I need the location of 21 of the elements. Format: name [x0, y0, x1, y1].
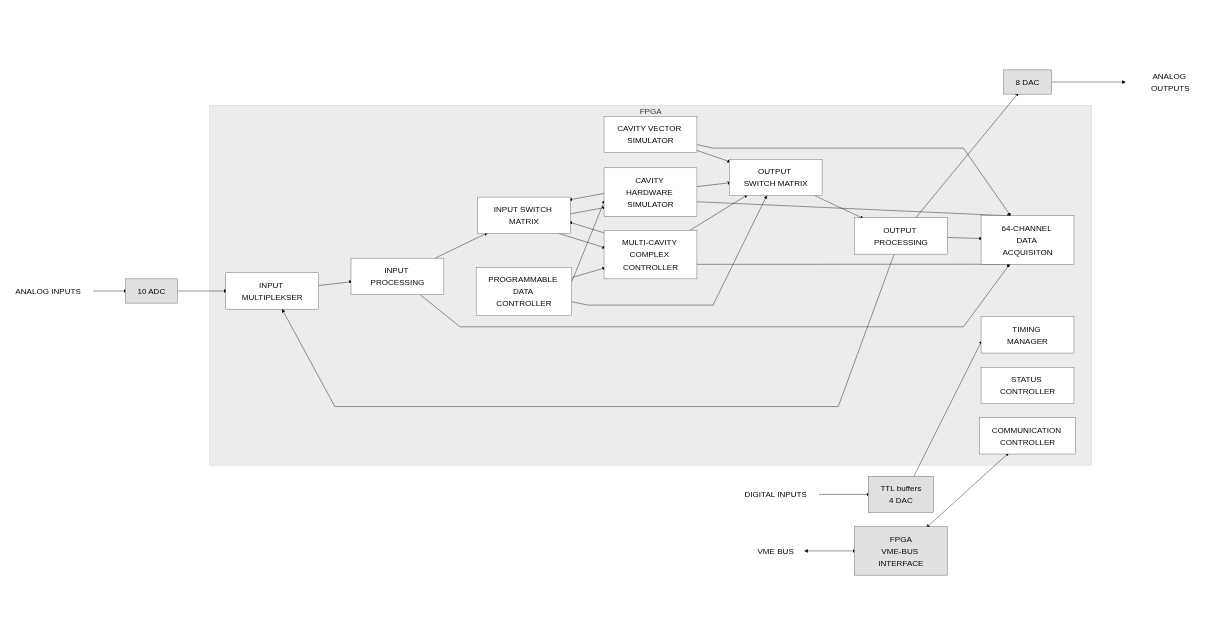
node-box: COMMUNICATION CONTROLLER [979, 417, 1076, 455]
node-box: OUTPUT PROCESSING [854, 217, 948, 255]
node-text: ANALOG OUTPUTS [1151, 71, 1190, 93]
node-box: PROGRAMMABLE DATA CONTROLLER [475, 267, 572, 316]
node-text: VME BUS [757, 546, 794, 556]
node-box: FPGA VME-BUS INTERFACE [854, 526, 948, 576]
node-box: OUTPUT SWITCH MATRIX [729, 159, 823, 196]
node-box: 64-CHANNEL DATA ACQUISITON [980, 215, 1075, 265]
node-box: CAVITY VECTOR SIMULATOR [603, 116, 698, 153]
node-text: DIGITAL INPUTS [744, 489, 807, 499]
node-box: INPUT SWITCH MATRIX [477, 196, 571, 234]
node-box: 10 ADC [125, 278, 178, 304]
node-box: MULTI-CAVITY COMPLEX CONTROLLER [603, 230, 698, 280]
node-box: CAVITY HARDWARE SIMULATOR [603, 167, 698, 217]
node-text: ANALOG INPUTS [15, 286, 81, 296]
node-box: TTL buffers 4 DAC [868, 476, 934, 513]
node-box: STATUS CONTROLLER [980, 367, 1075, 404]
node-box: TIMING MANAGER [980, 316, 1075, 354]
node-box: 8 DAC [1003, 69, 1052, 95]
node-box: INPUT PROCESSING [350, 257, 445, 295]
node-box: INPUT MULTIPLEKSER [225, 272, 319, 310]
